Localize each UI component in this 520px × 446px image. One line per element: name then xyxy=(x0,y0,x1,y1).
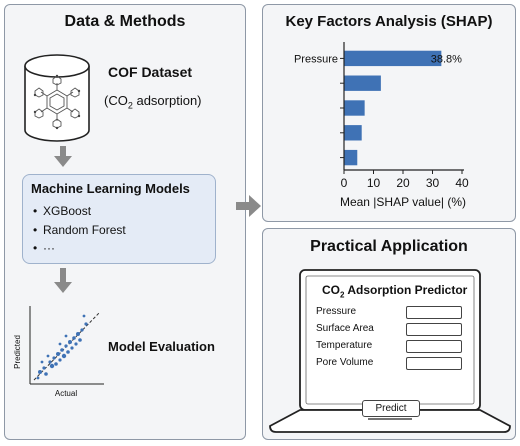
scatter-plot-icon: Predicted Actual xyxy=(13,306,104,398)
shap-bar xyxy=(344,50,442,67)
dataset-subtitle-sub: 2 xyxy=(127,100,133,111)
shap-bar xyxy=(344,149,358,166)
laptop-icon xyxy=(269,269,511,433)
pressure-label: Pressure xyxy=(316,306,357,317)
predictor-title-pre: CO xyxy=(322,283,340,297)
shap-title: Key Factors Analysis (SHAP) xyxy=(285,13,493,30)
predict-button[interactable]: Predict xyxy=(362,400,420,417)
molecule-icon xyxy=(34,75,80,129)
shap-panel: Key Factors Analysis (SHAP) xyxy=(262,4,516,222)
ml-models-title: Machine Learning Models xyxy=(31,181,190,196)
x-tick-label: 20 xyxy=(396,176,410,190)
dataset-subtitle-pre: (CO xyxy=(104,93,128,108)
arrow-right-icon xyxy=(236,195,261,217)
ml-model-item: Random Forest xyxy=(33,223,126,237)
predictor-title-post: Adsorption Predictor xyxy=(344,283,468,297)
surface-area-input[interactable] xyxy=(406,323,462,336)
surface-area-label: Surface Area xyxy=(316,323,374,334)
predictor-title: CO2 Adsorption Predictor xyxy=(322,283,467,299)
database-icon xyxy=(24,54,90,142)
arrow-down-icon xyxy=(54,146,72,167)
x-tick-label: 40 xyxy=(455,176,469,190)
arrow-down-icon xyxy=(54,268,72,293)
shap-bar xyxy=(344,125,362,141)
pore-volume-label: Pore Volume xyxy=(316,357,374,368)
x-tick-label: 30 xyxy=(426,176,440,190)
bar-data-label: 38.8% xyxy=(431,53,462,65)
shap-bar xyxy=(344,100,365,116)
y-tick-label: Pressure xyxy=(294,53,338,65)
shap-bar xyxy=(344,75,381,91)
application-title: Practical Application xyxy=(310,238,468,255)
dataset-title: COF Dataset xyxy=(108,64,193,80)
dataset-subtitle: (CO2 adsorption) xyxy=(104,93,202,111)
model-evaluation-title: Model Evaluation xyxy=(108,339,215,354)
x-axis-label: Mean |SHAP value| (%) xyxy=(340,195,466,209)
dataset-subtitle-post: adsorption) xyxy=(132,93,202,108)
ml-model-item: XGBoost xyxy=(33,204,91,218)
x-tick-label: 0 xyxy=(341,176,348,190)
pore-volume-input[interactable] xyxy=(406,357,462,370)
x-tick-label: 10 xyxy=(367,176,381,190)
scatter-xlabel: Actual xyxy=(55,389,77,398)
pressure-input[interactable] xyxy=(406,306,462,319)
temperature-label: Temperature xyxy=(316,340,373,351)
scatter-ylabel: Predicted xyxy=(13,335,22,369)
temperature-input[interactable] xyxy=(406,340,462,353)
data-methods-title: Data & Methods xyxy=(64,13,186,30)
predictor-title-sub: 2 xyxy=(340,290,345,300)
ml-model-item: ··· xyxy=(33,241,55,255)
